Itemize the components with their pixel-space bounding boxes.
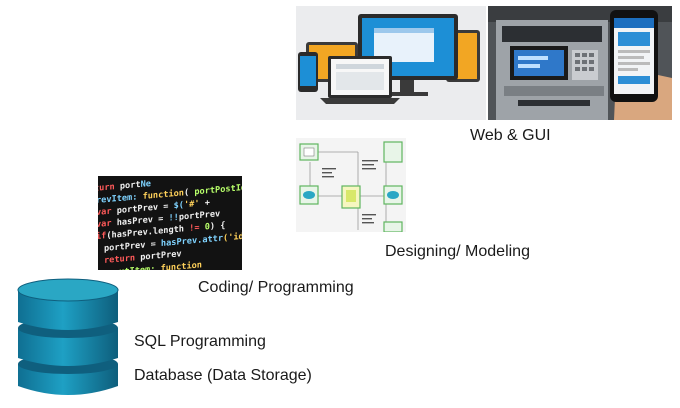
code-editor-image: turn portNe revItem: function( portPostI… — [98, 176, 242, 270]
atm-image — [488, 6, 672, 120]
label-coding-programming: Coding/ Programming — [198, 279, 354, 296]
label-designing-modeling: Designing/ Modeling — [385, 243, 530, 260]
database-image — [14, 276, 122, 400]
code-editor-screenshot-icon: turn portNe revItem: function( portPostI… — [98, 179, 242, 270]
database-cylinder-icon — [17, 278, 119, 395]
design-diagram-image — [296, 138, 406, 232]
label-sql-programming: SQL Programming — [134, 333, 266, 350]
atm-photo-icon — [488, 6, 672, 120]
web-devices-image — [296, 6, 486, 120]
flow-diagram-thumbnail-icon — [296, 138, 406, 232]
label-database-storage: Database (Data Storage) — [134, 367, 312, 384]
devices-illustration-icon — [296, 6, 486, 120]
label-web-gui: Web & GUI — [470, 127, 551, 144]
